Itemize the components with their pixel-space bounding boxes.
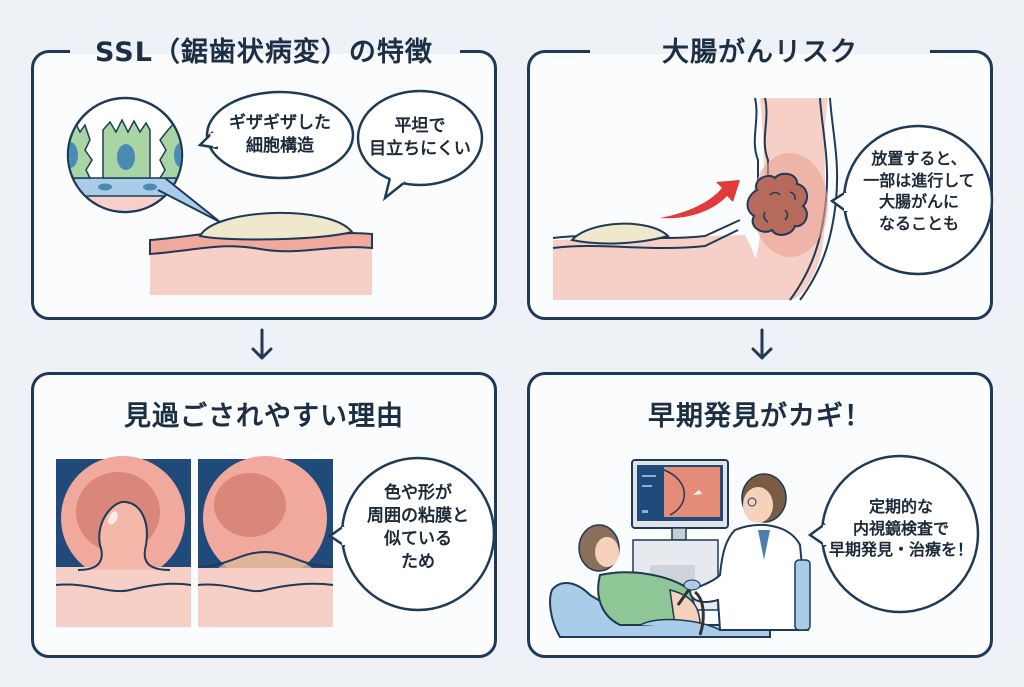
panel-title-overlooked-reasons: 見過ごされやすい理由 xyxy=(124,401,404,432)
arrow-down-icon xyxy=(751,328,773,360)
endoscope xyxy=(676,587,705,636)
bubble-text-risk: 放置すると、 一部は進行して 大腸がんに なることも xyxy=(863,149,975,233)
flat-polyp xyxy=(218,554,312,568)
progression-arrow xyxy=(660,180,740,219)
pedunculated-polyp xyxy=(77,500,171,571)
flat-lesion-early xyxy=(570,222,670,245)
tumor xyxy=(746,172,809,236)
speech-bubble-flat xyxy=(356,89,484,187)
speech-bubble-serrated xyxy=(205,90,355,180)
bubble-text-exam: 定期的な 内視鏡検査で 早期発見・治療を！ xyxy=(828,497,973,560)
flat-lesion xyxy=(198,212,354,241)
panel-title-early-detection: 早期発見がカギ！ xyxy=(648,401,872,432)
panel-title-ssl-features: SSL（鋸歯状病変）の特徴 xyxy=(95,37,433,68)
panel-title-cancer-risk: 大腸がんリスク xyxy=(662,37,858,68)
arrow-down-icon xyxy=(251,328,273,360)
bubble-text-similar: 色や形が 周囲の粘膜と 似ている ため xyxy=(367,483,469,572)
doctor-coat xyxy=(688,524,810,631)
bubble-text-flat: 平坦で 目立ちにくい xyxy=(369,116,471,159)
bubble-text-serrated: ギザギザした 細胞構造 xyxy=(229,113,331,156)
